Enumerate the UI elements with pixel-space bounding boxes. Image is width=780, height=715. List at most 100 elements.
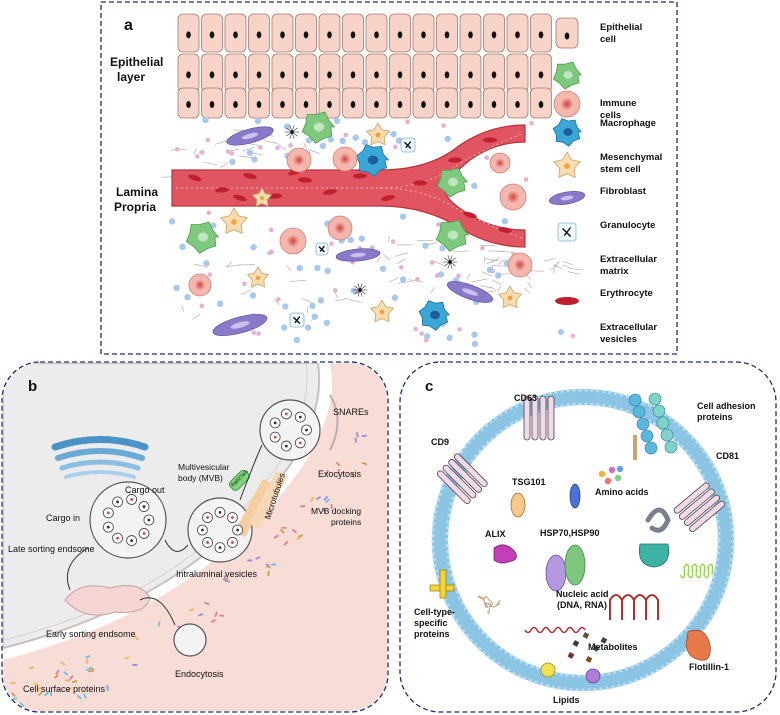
ilv-cargo [273,435,277,439]
ecm-fiber [376,256,382,263]
erythrocyte [353,173,367,179]
ev-dot [288,143,293,148]
legend-erythrocyte [555,297,579,305]
ev-dot [203,260,210,267]
nucleus [444,31,450,39]
legend-label-3-line2: stem cell [600,164,641,175]
fibroblast-nucleus [350,252,366,258]
speckle [11,692,16,698]
speckle [310,496,314,502]
label-amino-acids: Amino acids [595,487,649,497]
label-alix: ALIX [485,529,506,539]
speckle [85,654,91,659]
speckle [351,472,355,478]
label-snares: SNAREs [333,407,369,417]
legend-label-8-line2: vesicles [600,334,637,345]
nucleus [397,101,403,108]
speckle [55,669,60,675]
ev-dot [471,340,479,348]
ilv-cargo [236,528,240,532]
ecm-fiber [396,258,406,264]
nucleus [303,71,309,79]
early-sorting-endosome [64,585,151,616]
legend-ecm-fiber [570,268,584,271]
label-lipids: Lipids [553,695,580,705]
speckle [33,682,40,687]
ecm-fiber [226,264,242,268]
tetraspanin-helix [442,464,477,499]
intraluminal-vesicles [102,408,312,553]
ilv-cargo [130,498,134,501]
ev-dot [314,264,321,272]
nucleus [421,31,426,39]
ecm-fiber [481,271,492,277]
speckle [247,559,253,562]
legend-ecm-fiber [549,265,558,271]
nucleus [397,71,403,79]
ev-dot [254,117,262,125]
ecm-fiber [301,298,313,304]
ilv-cargo [201,528,204,532]
ilv-cargo [218,511,222,514]
ev-dot [311,313,318,320]
nucleus [444,71,450,79]
ecm-fiber [389,277,399,283]
nucleus [186,31,191,39]
speckle [68,675,74,680]
ev-dot [390,130,397,138]
ev-dot [199,150,204,155]
tetraspanin-helix [547,395,555,441]
macrophage-nucleus [367,155,379,165]
label-cell-adhesion-2: proteins [697,412,733,422]
nucleus [468,101,473,108]
ev-dot [256,331,261,336]
epithelial-layer [177,13,552,119]
cd81-protein [673,482,726,533]
granulocyte-nucleus [293,316,301,324]
ilv-cargo [231,516,234,519]
ecm-fiber [491,265,508,267]
region-label-epithelial: Epithelial [110,55,163,69]
amino-acid [608,466,616,474]
ev-dot [280,324,288,331]
flotillin-protein [685,629,711,661]
ecm-fiber [496,250,513,253]
ev-dot [390,239,396,244]
ev-dot [529,120,534,126]
nucleus [491,101,497,108]
tetraspanin-helix [523,395,531,441]
ilv-cargo [284,444,288,448]
speckle [255,556,261,560]
speckle [291,528,297,534]
label-mvb-1: Multivesicular [178,462,230,472]
speckle [283,540,289,546]
nucleus [421,71,426,79]
ev-dot [494,272,502,279]
panel-c-letter: c [425,378,433,395]
adhesion-stalk [633,435,637,460]
metabolite [585,655,593,663]
granulocyte-nucleus [562,227,572,237]
legend-label-0: Epithelial [600,22,642,33]
ecm-fiber [472,278,487,283]
nucleus [327,31,332,39]
ev-dot [179,243,186,251]
epithelial-cell-icon [555,17,579,49]
ev-dot [242,281,247,287]
nucleus [209,71,215,79]
ecm-fiber [226,261,232,268]
ev-dot [361,139,369,146]
speckle [86,667,92,672]
ilv-cargo [305,428,308,432]
ilv-cargo [116,500,119,504]
speckle [271,563,277,566]
immune-cell-nucleus [447,230,459,240]
macrophage-nucleus [430,310,440,320]
ilv-cargo [298,415,302,419]
nucleus [374,71,379,79]
granulocyte-icon [557,222,577,242]
adhesion-bead [656,416,670,430]
nucleus [256,31,262,39]
nucleus [350,101,356,108]
